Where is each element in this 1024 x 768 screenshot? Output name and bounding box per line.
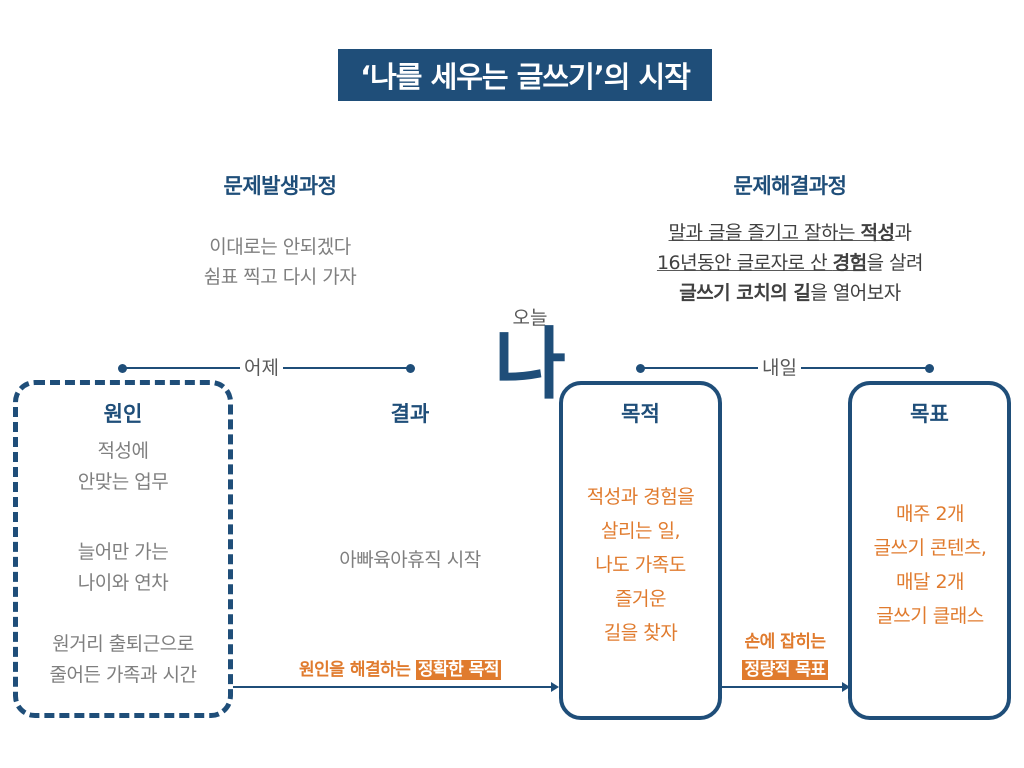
- purpose-line: 살리는 일,: [601, 520, 681, 542]
- cause-title: 원인: [103, 402, 143, 426]
- purpose-title: 목적: [621, 402, 660, 426]
- solution-line-3: 글쓰기 코치의 길을 열어보자: [590, 278, 990, 308]
- solution-line-2-suffix: 을 살려: [866, 252, 924, 274]
- solution-line-1-suffix: 과: [894, 222, 912, 244]
- goal-line: 매달 2개: [895, 571, 965, 593]
- purpose-line: 적성과 경험을: [586, 486, 695, 508]
- goal-title: 목표: [910, 402, 949, 426]
- goal-line: 글쓰기 콘텐츠,: [873, 537, 987, 559]
- cause-item-line: 안맞는 업무: [77, 471, 169, 493]
- solution-line-1-plain: 말과 글을 즐기고 잘하는: [668, 222, 861, 244]
- cause-list: 적성에 안맞는 업무 늘어만 가는 나이와 연차 원거리 출퇴근으로 줄어든 가…: [13, 436, 233, 691]
- problem-process-heading: 문제발생과정: [223, 174, 337, 198]
- result-text: 아빠육아휴직 시작: [339, 549, 481, 571]
- cause-item: 적성에 안맞는 업무: [13, 436, 233, 498]
- today-label: 오늘: [512, 307, 548, 329]
- purpose-to-goal-text: 손에 잡히는: [744, 632, 826, 652]
- purpose-to-goal-label: 손에 잡히는 정량적 목표: [722, 628, 848, 684]
- cause-item: 늘어만 가는 나이와 연차: [13, 537, 233, 599]
- solution-process-text: 말과 글을 즐기고 잘하는 적성과 16년동안 글로자로 산 경험을 살려 글쓰…: [590, 218, 990, 308]
- cause-to-purpose-arrow-line: [233, 686, 551, 688]
- solution-line-1: 말과 글을 즐기고 잘하는 적성과: [590, 218, 990, 248]
- cause-to-purpose-text: 원인을 해결하는: [299, 660, 416, 680]
- problem-process-text: 이대로는 안되겠다 쉼표 찍고 다시 가자: [120, 232, 440, 292]
- experience-keyword: 경험: [832, 252, 867, 274]
- problem-line-1: 이대로는 안되겠다: [209, 236, 351, 258]
- purpose-box: [559, 381, 722, 720]
- cause-item-line: 늘어만 가는: [77, 541, 169, 563]
- solution-line-2-plain: 16년동안 글로자로 산: [656, 252, 833, 274]
- cause-item-line: 적성에: [97, 440, 149, 462]
- yesterday-label: 어제: [240, 357, 283, 379]
- solution-line-1-text: 말과 글을 즐기고 잘하는 적성: [669, 222, 895, 244]
- quantitative-goal-highlight: 정량적 목표: [742, 660, 828, 680]
- goal-text: 매주 2개 글쓰기 콘텐츠, 매달 2개 글쓰기 클래스: [840, 497, 1020, 633]
- goal-box: [848, 381, 1011, 720]
- solution-line-2-text: 16년동안 글로자로 산 경험: [657, 252, 867, 274]
- precise-purpose-highlight: 정확한 목적: [415, 660, 501, 680]
- result-title: 결과: [390, 402, 430, 426]
- goal-line: 글쓰기 클래스: [876, 605, 984, 627]
- cause-item: 원거리 출퇴근으로 줄어든 가족과 시간: [13, 629, 233, 691]
- tomorrow-label: 내일: [758, 357, 801, 379]
- problem-line-2: 쉼표 찍고 다시 가자: [203, 266, 357, 288]
- solution-line-2: 16년동안 글로자로 산 경험을 살려: [590, 248, 990, 278]
- purpose-text: 적성과 경험을 살리는 일, 나도 가족도 즐거운 길을 찾자: [559, 480, 722, 650]
- goal-line: 매주 2개: [895, 503, 965, 525]
- cause-item-line: 나이와 연차: [77, 572, 169, 594]
- cause-item-line: 줄어든 가족과 시간: [49, 664, 197, 686]
- cause-to-purpose-label: 원인을 해결하는 정확한 목적: [240, 655, 560, 680]
- aptitude-keyword: 적성: [860, 222, 895, 244]
- cause-item-line: 원거리 출퇴근으로: [52, 633, 194, 655]
- purpose-line: 나도 가족도: [595, 554, 686, 576]
- arrow-right-icon: [842, 682, 850, 692]
- me-label: 나: [494, 320, 566, 410]
- page-title: ‘나를 세우는 글쓰기’의 시작: [338, 49, 712, 101]
- arrow-right-icon: [551, 682, 559, 692]
- purpose-line: 길을 찾자: [603, 622, 678, 644]
- solution-line-3-plain: 을 열어보자: [810, 282, 901, 304]
- timeline-dot-end: [925, 364, 934, 373]
- purpose-to-goal-arrow-line: [722, 686, 842, 688]
- cause-box: [13, 380, 233, 718]
- timeline-dot-end: [406, 364, 415, 373]
- solution-process-heading: 문제해결과정: [733, 174, 847, 198]
- coach-path-keyword: 글쓰기 코치의 길: [679, 282, 811, 304]
- purpose-line: 즐거운: [615, 588, 666, 610]
